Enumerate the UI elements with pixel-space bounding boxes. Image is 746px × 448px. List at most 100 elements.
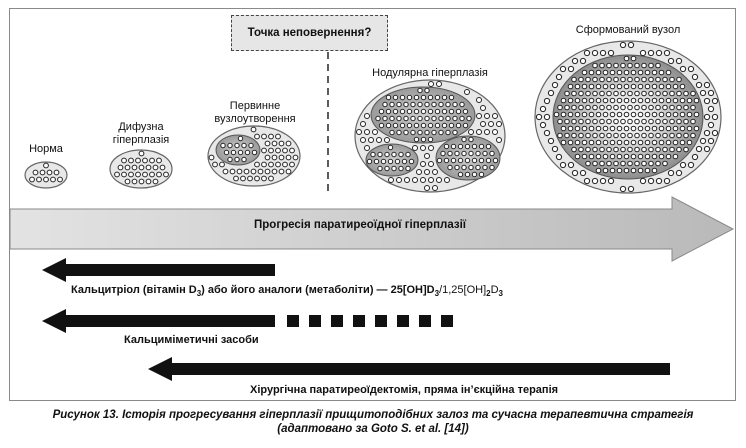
cell-dot xyxy=(247,175,253,182)
cell-dot xyxy=(149,171,155,178)
cell-dot xyxy=(404,177,410,183)
cell-dot xyxy=(620,90,626,97)
cell-dot xyxy=(578,146,584,153)
cell-dot xyxy=(424,153,430,159)
cell-dot xyxy=(396,177,402,183)
cell-dot xyxy=(665,111,672,118)
cell-dot xyxy=(431,101,437,108)
cell-dot xyxy=(261,175,267,182)
cell-dot xyxy=(620,118,626,125)
cell-dot xyxy=(241,142,247,149)
cell-dot xyxy=(219,161,225,168)
cell-dot xyxy=(450,157,457,164)
cell-dot xyxy=(412,177,418,183)
cell-dot xyxy=(452,101,458,108)
cell-dot xyxy=(417,87,423,94)
cell-dot xyxy=(360,137,366,143)
cell-dot xyxy=(462,122,469,129)
cell-dot xyxy=(131,178,138,185)
cell-dot xyxy=(627,146,633,153)
cell-dot xyxy=(457,157,464,164)
cell-dot xyxy=(637,83,644,90)
cell-dot xyxy=(651,153,658,160)
cell-dot xyxy=(392,108,399,115)
cell-dot xyxy=(485,157,492,164)
cell-dot xyxy=(627,90,633,97)
cell-dot xyxy=(683,104,689,111)
cell-dot xyxy=(592,90,598,97)
cell-dot xyxy=(135,157,141,164)
cell-dot xyxy=(424,129,430,136)
cell-dot xyxy=(655,146,661,153)
cell-dot xyxy=(571,118,577,125)
cell-dot xyxy=(138,178,145,185)
point-of-no-return-box: Точка неповернення? xyxy=(231,15,388,51)
cell-dot xyxy=(378,108,385,115)
cell-dot xyxy=(607,177,615,185)
cell-dot xyxy=(599,62,605,69)
cell-dot xyxy=(620,146,626,153)
cell-dot xyxy=(620,132,626,139)
cell-dot xyxy=(428,161,434,167)
cell-dot xyxy=(128,171,134,178)
cell-dot xyxy=(655,49,663,57)
cell-dot xyxy=(285,140,292,147)
cell-dot xyxy=(634,90,640,97)
cell-dot xyxy=(595,125,602,132)
cell-dot xyxy=(690,132,696,139)
cell-dot xyxy=(29,176,35,183)
cell-dot xyxy=(595,69,602,76)
cell-dot xyxy=(496,137,502,143)
cell-dot xyxy=(244,149,251,156)
cell-dot xyxy=(637,167,644,174)
cell-dot xyxy=(484,113,490,119)
cell-dot xyxy=(482,150,488,157)
cell-dot xyxy=(275,147,281,154)
cell-dot xyxy=(392,122,399,129)
cell-dot xyxy=(602,139,609,146)
cell-dot xyxy=(574,153,581,160)
cell-dot xyxy=(585,146,591,153)
cell-dot xyxy=(585,90,591,97)
cell-dot xyxy=(289,161,295,168)
cell-dot xyxy=(475,150,481,157)
cell-dot xyxy=(623,153,630,160)
cell-dot xyxy=(695,145,703,153)
cell-dot xyxy=(613,118,619,125)
cell-dot xyxy=(547,89,555,97)
cell-dot xyxy=(606,90,612,97)
cell-dot xyxy=(592,146,598,153)
cell-dot xyxy=(679,139,686,146)
cell-dot xyxy=(616,139,623,146)
cell-dot xyxy=(264,154,271,161)
cell-dot xyxy=(424,185,430,191)
cell-dot xyxy=(432,169,438,175)
cell-dot xyxy=(686,111,693,118)
cell-dot xyxy=(690,90,696,97)
cell-dot xyxy=(476,129,482,135)
cell-dot xyxy=(648,118,654,125)
cell-dot xyxy=(623,69,630,76)
cell-dot xyxy=(641,132,647,139)
caption-line-1: Рисунок 13. Історія прогресування гіперп… xyxy=(52,409,694,421)
cell-dot xyxy=(641,76,647,83)
cell-dot xyxy=(703,145,711,153)
cell-dot xyxy=(447,150,453,157)
cell-dot xyxy=(623,139,630,146)
cell-dot xyxy=(475,164,481,171)
cell-dot xyxy=(424,169,430,175)
cell-dot xyxy=(560,97,567,104)
cell-dot xyxy=(43,162,49,169)
cell-dot xyxy=(588,83,595,90)
cell-dot xyxy=(627,160,633,167)
cell-dot xyxy=(441,108,448,115)
cell-dot xyxy=(609,125,616,132)
cell-dot xyxy=(567,125,574,132)
cell-dot xyxy=(606,118,612,125)
cell-dot xyxy=(250,168,257,175)
cell-dot xyxy=(492,129,498,135)
cell-dot xyxy=(380,158,387,165)
cell-dot xyxy=(571,90,577,97)
cell-dot xyxy=(686,97,693,104)
cell-dot xyxy=(428,145,434,151)
